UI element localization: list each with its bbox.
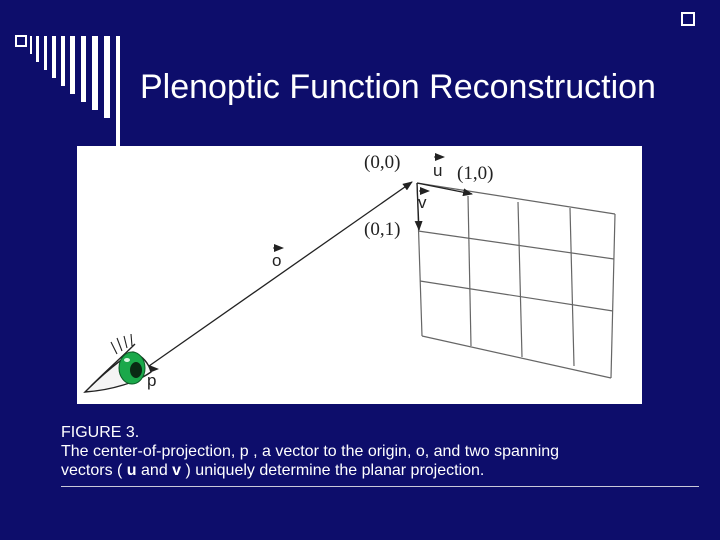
svg-text:o: o bbox=[272, 251, 281, 270]
projection-diagram: (0,0) (1,0) (0,1) u v o p bbox=[83, 152, 616, 393]
caption-line-2-post: ) uniquely determine the planar projecti… bbox=[181, 462, 485, 479]
v-vector-label: v bbox=[418, 187, 430, 212]
figure-caption: FIGURE 3. The center-of-projection, p , … bbox=[61, 423, 701, 480]
svg-text:u: u bbox=[433, 161, 442, 180]
o-vector-label: o bbox=[272, 244, 284, 270]
figure: (0,0) (1,0) (0,1) u v o p bbox=[77, 146, 642, 404]
decor-bars bbox=[30, 36, 120, 146]
caption-line-1: The center-of-projection, p , a vector t… bbox=[61, 443, 560, 460]
o-vector-arrow bbox=[148, 181, 413, 367]
caption-line-2: vectors ( u and v ) uniquely determine t… bbox=[61, 461, 701, 480]
svg-text:v: v bbox=[418, 193, 427, 212]
u-vector-label: u bbox=[433, 153, 445, 180]
slide-decoration bbox=[15, 35, 120, 146]
image-plane-grid bbox=[416, 182, 616, 379]
eye-icon bbox=[83, 333, 152, 393]
caption-v-vector: v bbox=[172, 462, 182, 479]
origin-label: (0,0) bbox=[364, 152, 400, 173]
corner-square-icon bbox=[681, 12, 695, 26]
caption-u-vector: u bbox=[126, 462, 137, 479]
decor-square-icon bbox=[15, 35, 27, 47]
caption-line-2-pre: vectors ( bbox=[61, 462, 127, 479]
caption-heading: FIGURE 3. bbox=[61, 424, 140, 441]
u-vector-arrow bbox=[416, 182, 473, 197]
v-point-label: (0,1) bbox=[364, 219, 400, 240]
v-vector-arrow bbox=[414, 182, 423, 231]
svg-text:p: p bbox=[147, 371, 156, 390]
caption-divider bbox=[61, 486, 699, 487]
u-point-label: (1,0) bbox=[457, 163, 493, 184]
caption-line-2-mid: and bbox=[136, 462, 173, 479]
slide-title: Plenoptic Function Reconstruction bbox=[140, 68, 656, 106]
